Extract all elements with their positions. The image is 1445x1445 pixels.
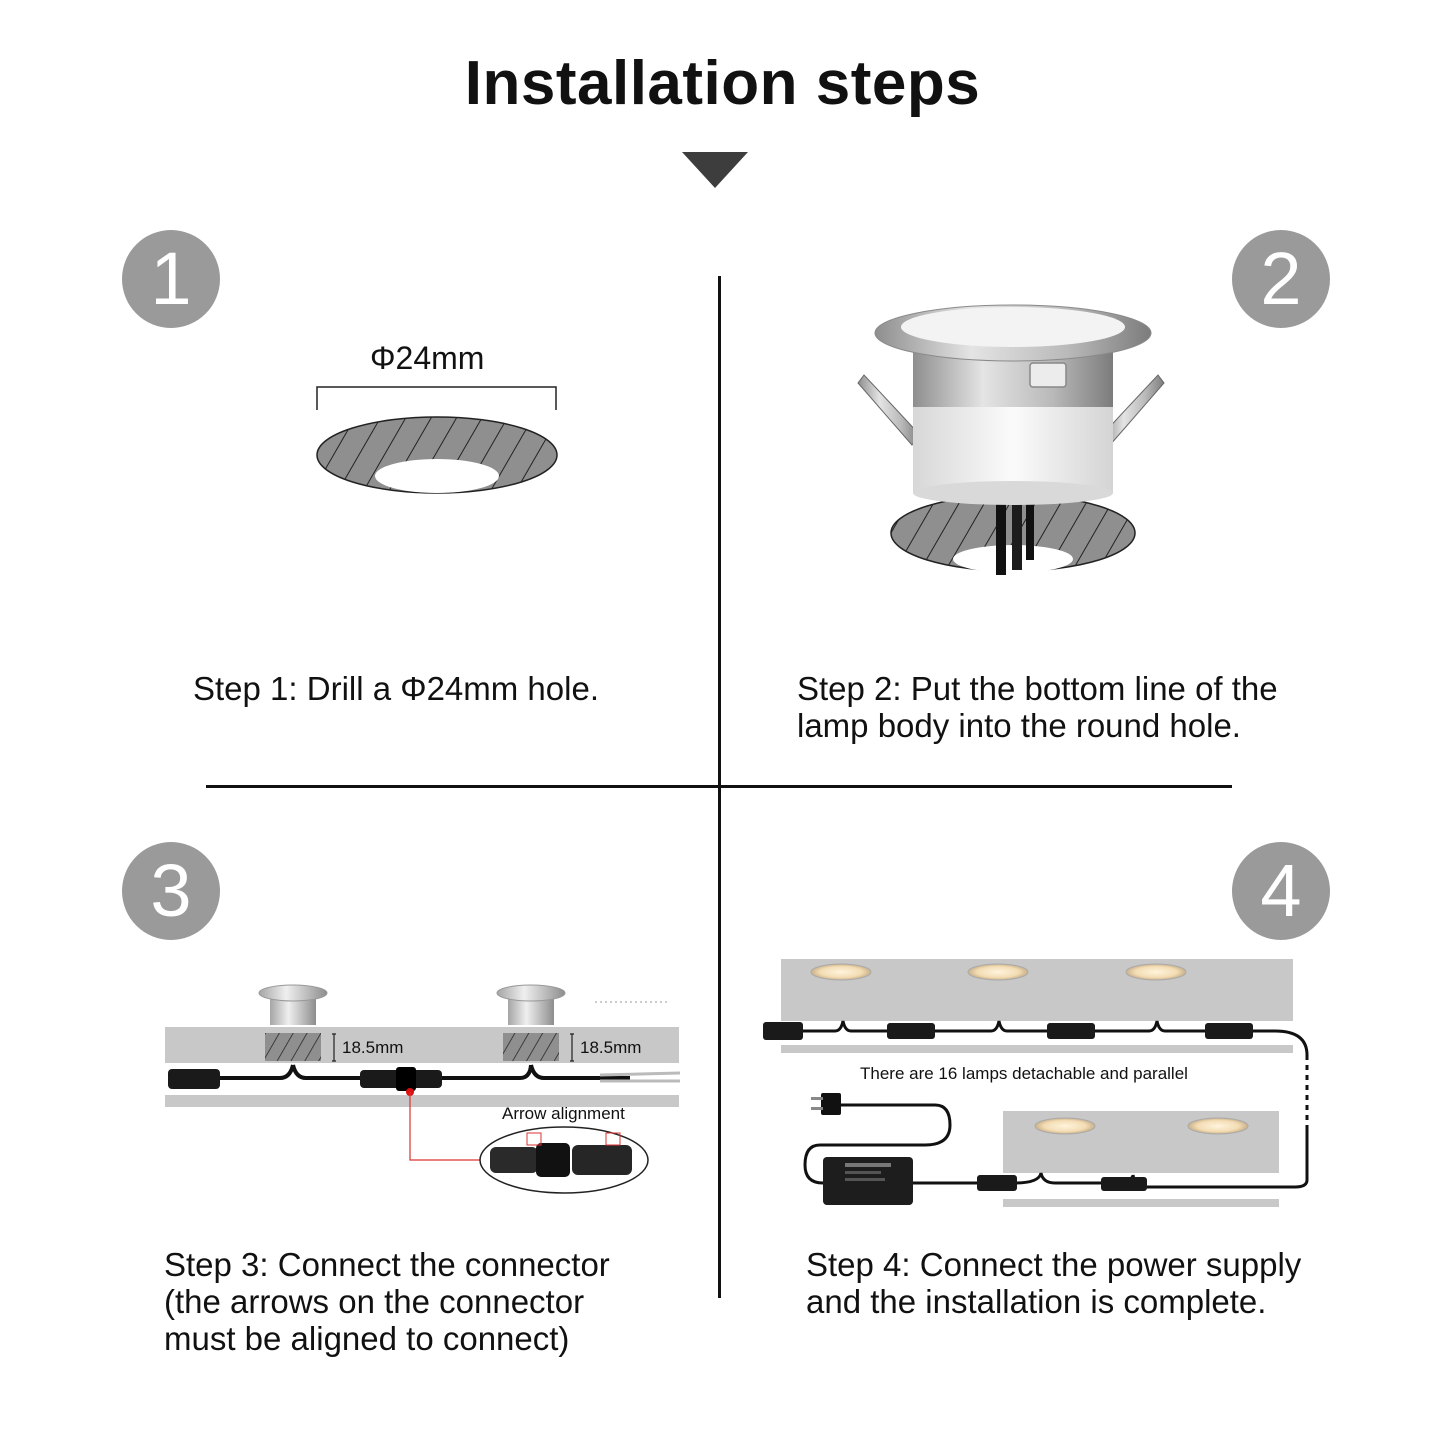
step-4-line-2: and the installation is complete. (806, 1283, 1267, 1320)
depth-label-right: 18.5mm (580, 1038, 642, 1057)
step-2-line-2: lamp body into the round hole. (797, 707, 1241, 744)
step-4-text: Step 4: Connect the power supply and the… (806, 1246, 1301, 1320)
hole-diameter-label: Φ24mm (370, 340, 485, 376)
lamp-left (258, 984, 328, 1025)
step-3-badge: 3 (122, 842, 220, 940)
step-4-line-1: Step 4: Connect the power supply (806, 1246, 1302, 1283)
power-supply-illustration (763, 959, 1309, 1207)
drilled-hole-illustration (316, 386, 558, 494)
depth-label-left: 18.5mm (342, 1038, 404, 1057)
parallel-lamps-note: There are 16 lamps detachable and parall… (860, 1064, 1188, 1083)
arrow-alignment-label: Arrow alignment (502, 1104, 625, 1123)
step-3-line-2: (the arrows on the connector (164, 1283, 585, 1320)
page-title: Installation steps (464, 49, 981, 118)
step-1-text: Step 1: Drill a Φ24mm hole. (193, 670, 599, 707)
step-1-line-1: Step 1: Drill a Φ24mm hole. (193, 670, 599, 707)
step-3-line-3: must be aligned to connect) (164, 1320, 570, 1357)
connector-illustration (165, 984, 681, 1194)
step-2-text: Step 2: Put the bottom line of the lamp … (797, 670, 1278, 744)
step-4-badge: 4 (1232, 842, 1330, 940)
lamp-insertion-illustration (857, 304, 1165, 575)
step-3-text: Step 3: Connect the connector (the arrow… (164, 1246, 610, 1357)
step-2-line-1: Step 2: Put the bottom line of the (797, 670, 1278, 707)
horizontal-divider (206, 785, 1232, 788)
step-1-badge: 1 (122, 230, 220, 328)
lamp-right (496, 984, 566, 1025)
step-3-line-1: Step 3: Connect the connector (164, 1246, 610, 1283)
step-2-badge: 2 (1232, 230, 1330, 328)
down-arrow-icon (682, 152, 748, 188)
